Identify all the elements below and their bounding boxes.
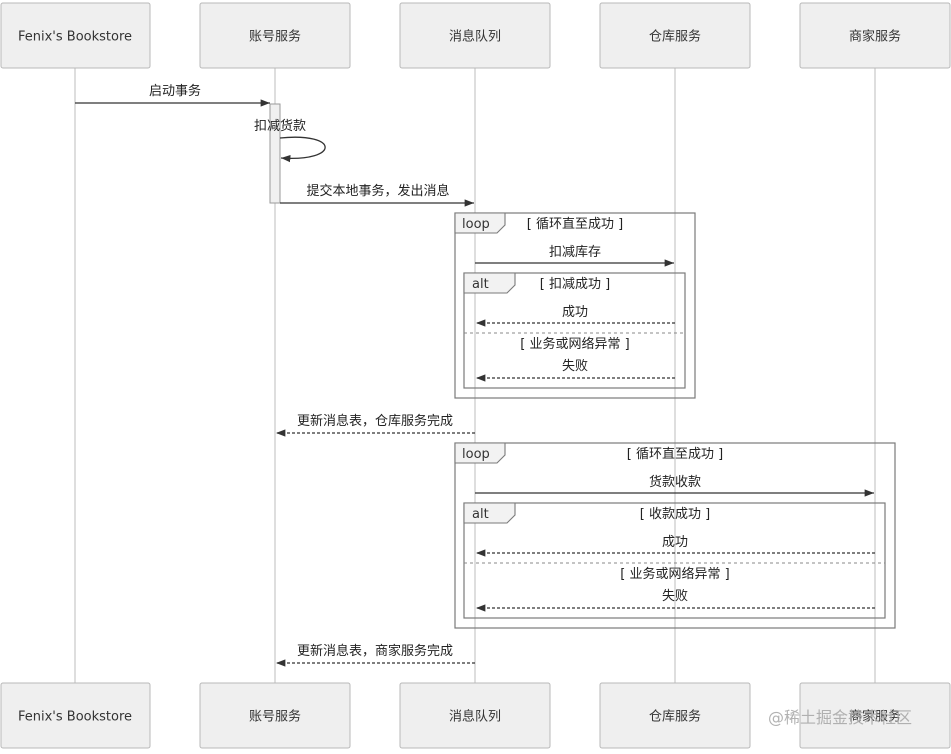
fragment-else-guard: [ 业务或网络异常 ] xyxy=(620,566,729,582)
participants-bottom: Fenix's Bookstore 账号服务 消息队列 仓库服务 商家服务 xyxy=(0,682,951,749)
message-label: 失败 xyxy=(662,589,688,604)
message-update-merchant: 更新消息表，商家服务完成 xyxy=(276,643,475,667)
loop-fragment-1: loop [ 循环直至成功 ] xyxy=(454,212,696,399)
message-collect-success: 成功 xyxy=(476,535,875,557)
message-label: 扣减货款 xyxy=(254,118,306,134)
fragment-guard: [ 循环直至成功 ] xyxy=(527,217,623,232)
participant-label: 仓库服务 xyxy=(649,709,701,725)
message-deduct-payment: 扣减货款 xyxy=(254,118,326,163)
message-label: 启动事务 xyxy=(149,83,201,99)
participants-top: Fenix's Bookstore 账号服务 消息队列 仓库服务 商家服务 xyxy=(0,2,951,69)
message-label: 成功 xyxy=(662,535,688,550)
participant-account-bottom: 账号服务 xyxy=(199,682,351,749)
message-label: 更新消息表，商家服务完成 xyxy=(297,643,453,659)
participant-mq-bottom: 消息队列 xyxy=(399,682,551,749)
participant-label: 消息队列 xyxy=(449,29,501,45)
message-start-tx: 启动事务 xyxy=(75,83,270,107)
participant-label: Fenix's Bookstore xyxy=(18,710,132,725)
message-stock-fail: 失败 xyxy=(476,359,675,382)
participant-fenix-top: Fenix's Bookstore xyxy=(0,2,151,69)
message-collect-fail: 失败 xyxy=(476,589,875,612)
fragment-keyword: loop xyxy=(462,447,490,462)
participant-label: 仓库服务 xyxy=(649,29,701,45)
participant-warehouse-bottom: 仓库服务 xyxy=(599,682,751,749)
alt-fragment-1: alt [ 扣减成功 ] [ 业务或网络异常 ] xyxy=(463,272,686,389)
fragment-guard: [ 收款成功 ] xyxy=(640,507,710,522)
fragment-keyword: loop xyxy=(462,217,490,232)
message-deduct-stock: 扣减库存 xyxy=(475,244,674,267)
participant-merchant-bottom: 商家服务 xyxy=(799,682,951,749)
participant-mq-top: 消息队列 xyxy=(399,2,551,69)
participant-label: 商家服务 xyxy=(849,709,901,725)
lifelines xyxy=(74,68,876,683)
message-label: 提交本地事务，发出消息 xyxy=(306,183,449,199)
watermark-text: @稀土掘金技术社区 xyxy=(768,708,912,727)
activation-bar-account xyxy=(269,103,281,204)
message-update-warehouse: 更新消息表，仓库服务完成 xyxy=(276,413,475,437)
fragment-guard: [ 扣减成功 ] xyxy=(540,277,610,292)
participant-label: 商家服务 xyxy=(849,29,901,45)
participant-fenix-bottom: Fenix's Bookstore xyxy=(0,682,151,749)
alt-fragment-2: alt [ 收款成功 ] [ 业务或网络异常 ] xyxy=(463,502,886,619)
message-label: 货款收款 xyxy=(649,474,701,490)
fragment-keyword: alt xyxy=(472,507,489,522)
message-commit-local: 提交本地事务，发出消息 xyxy=(280,183,474,207)
fragment-else-guard: [ 业务或网络异常 ] xyxy=(520,336,629,352)
message-label: 成功 xyxy=(562,305,588,320)
message-label: 更新消息表，仓库服务完成 xyxy=(297,413,453,429)
participant-account-top: 账号服务 xyxy=(199,2,351,69)
participant-label: 账号服务 xyxy=(249,709,301,725)
participant-label: Fenix's Bookstore xyxy=(18,30,132,45)
loop-fragment-2: loop [ 循环直至成功 ] xyxy=(454,442,896,629)
message-collect-payment: 货款收款 xyxy=(475,474,874,497)
fragment-keyword: alt xyxy=(472,277,489,292)
message-label: 失败 xyxy=(562,359,588,374)
participant-warehouse-top: 仓库服务 xyxy=(599,2,751,69)
participant-label: 账号服务 xyxy=(249,29,301,45)
message-label: 扣减库存 xyxy=(549,244,601,260)
message-stock-success: 成功 xyxy=(476,305,675,327)
participant-merchant-top: 商家服务 xyxy=(799,2,951,69)
fragment-guard: [ 循环直至成功 ] xyxy=(627,447,723,462)
participant-label: 消息队列 xyxy=(449,709,501,725)
